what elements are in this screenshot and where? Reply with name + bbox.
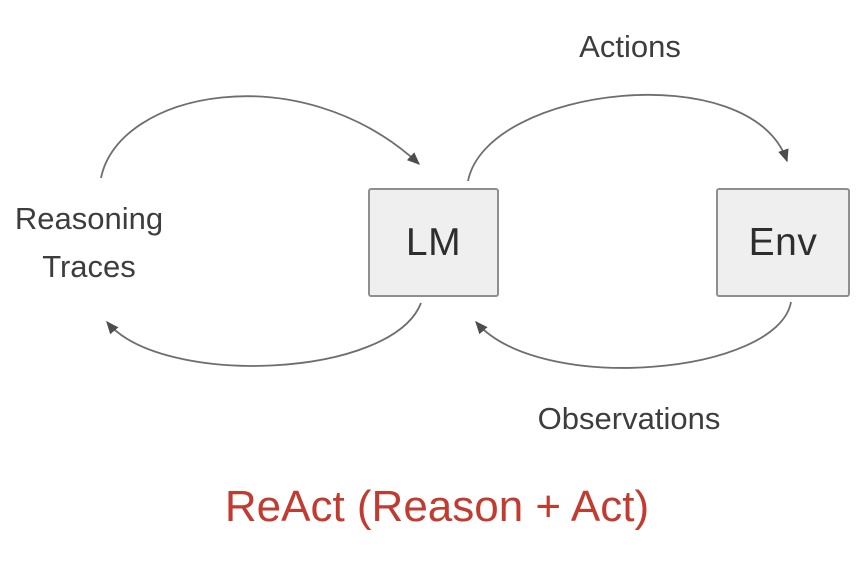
arrow-lm-to-reasoning [106, 302, 422, 367]
diagram-title: ReAct (Reason + Act) [224, 482, 650, 531]
lm-node-label: LM [405, 220, 462, 264]
arrow-lm-to-env [467, 94, 789, 182]
arrow-env-to-lm [475, 301, 792, 369]
observations-label: Observations [537, 401, 721, 436]
reasoning-traces-line2: Traces [42, 249, 136, 284]
arrow-reasoning-to-lm [100, 95, 420, 179]
lm-node: LM [368, 188, 499, 297]
reasoning-traces-label: Reasoning Traces [15, 195, 163, 291]
env-node: Env [716, 188, 850, 297]
reasoning-traces-line1: Reasoning [14, 201, 164, 236]
env-node-label: Env [748, 220, 818, 264]
actions-label: Actions [579, 29, 681, 64]
